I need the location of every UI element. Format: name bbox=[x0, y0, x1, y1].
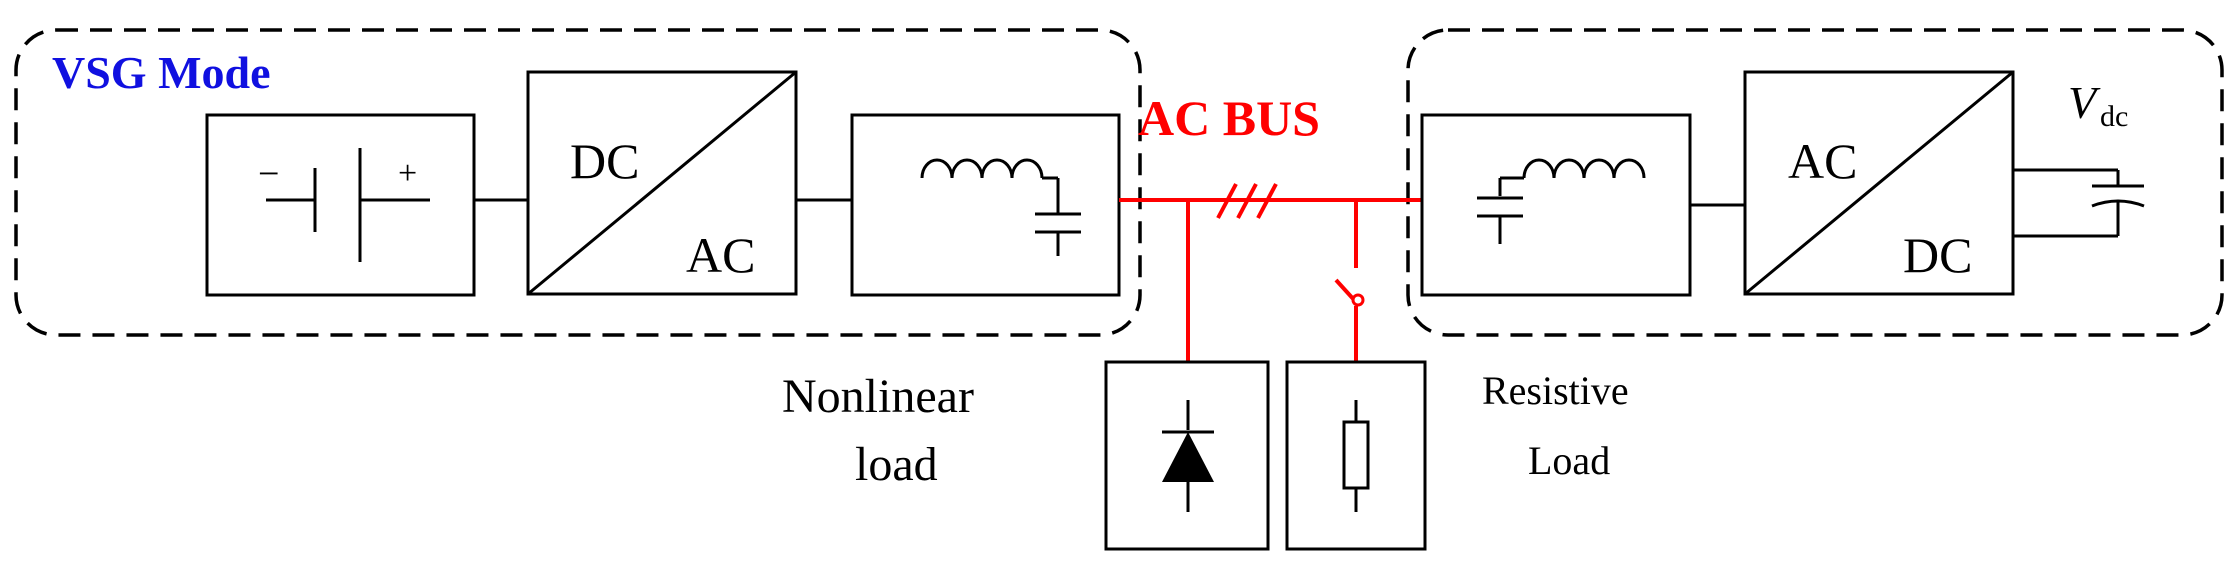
inductor-left-icon bbox=[920, 158, 1044, 179]
three-phase-marks-icon bbox=[1216, 183, 1278, 219]
resistive-load-label-line1: Resistive bbox=[1482, 368, 1629, 413]
vdc-symbol: V bbox=[2068, 77, 2101, 128]
vdc-subscript: dc bbox=[2100, 100, 2128, 133]
battery-minus-sign: − bbox=[258, 153, 279, 195]
lc-filter-left-block bbox=[850, 113, 1121, 297]
nonlinear-load-label-line1: Nonlinear bbox=[782, 370, 974, 423]
lc-filter-right-block bbox=[1420, 113, 1692, 297]
dc-ac-inverter-block: DC AC bbox=[526, 70, 798, 296]
ac-dc-rectifier-block: AC DC bbox=[1743, 70, 2015, 296]
resistive-load-block bbox=[1285, 360, 1427, 551]
load-switch-icon bbox=[1334, 200, 1365, 362]
diode-icon bbox=[1162, 432, 1214, 482]
battery-plus-sign: + bbox=[398, 155, 417, 192]
dc-link-capacitor bbox=[2013, 168, 2145, 238]
nonlinear-load-label-line2: load bbox=[855, 438, 938, 491]
inverter-ac-label: AC bbox=[686, 227, 755, 283]
rectifier-dc-label: DC bbox=[1903, 227, 1972, 283]
vsg-mode-group bbox=[14, 28, 1142, 337]
vdc-label: V bbox=[2068, 77, 2101, 128]
inverter-dc-label: DC bbox=[570, 133, 639, 189]
battery-block: − + bbox=[205, 113, 476, 297]
resistive-load-label-line2: Load bbox=[1528, 438, 1610, 483]
vsg-mode-label: VSG Mode bbox=[52, 47, 271, 98]
ac-bus-label: AC BUS bbox=[1138, 90, 1320, 146]
grid-side-group bbox=[1406, 28, 2224, 337]
nonlinear-load-block bbox=[1104, 360, 1270, 551]
inductor-right-icon bbox=[1522, 158, 1646, 179]
rectifier-ac-label: AC bbox=[1788, 133, 1857, 189]
resistor-icon bbox=[1342, 420, 1370, 490]
